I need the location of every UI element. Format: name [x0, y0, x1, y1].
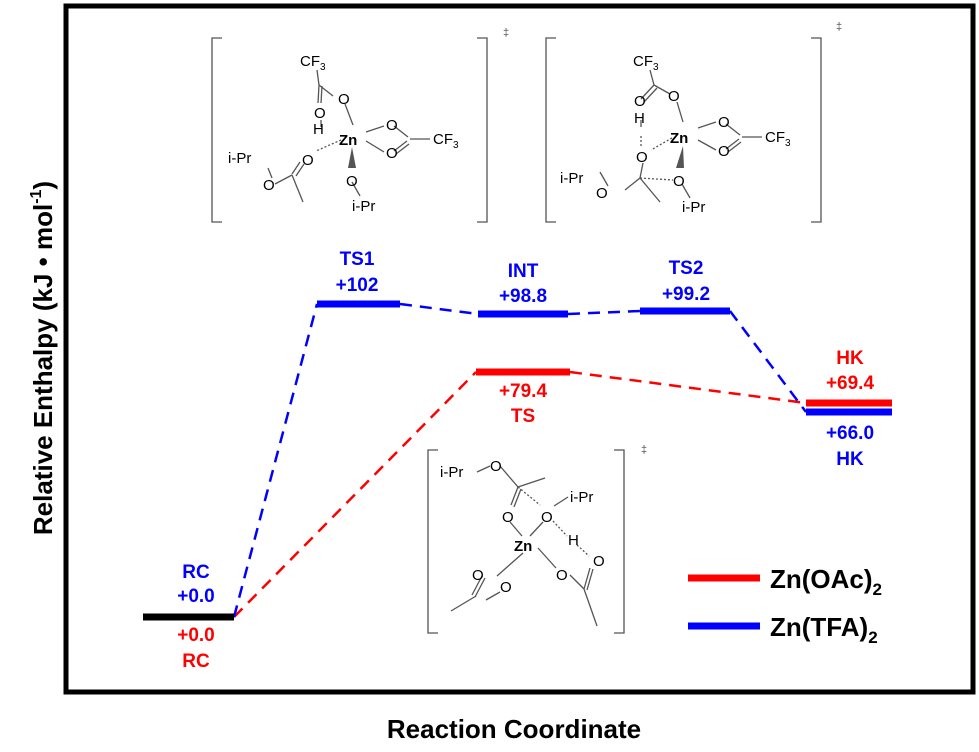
svg-text:O: O: [541, 509, 553, 526]
connector-oac-ts-hk: [569, 370, 807, 405]
dagger-ts1: ‡: [503, 27, 509, 39]
svg-text:CF3: CF3: [633, 53, 659, 73]
plot-frame: [63, 3, 976, 695]
svg-text:O: O: [386, 145, 398, 162]
svg-text:H: H: [568, 532, 579, 549]
bracket-right: [477, 37, 488, 223]
svg-text:O: O: [502, 509, 514, 526]
dagger-ts: ‡: [641, 444, 647, 456]
svg-text:O: O: [302, 152, 314, 169]
svg-text:O: O: [314, 105, 326, 122]
connector-oac-rc-ts: [233, 371, 477, 618]
label-int-value: +98.8: [499, 286, 547, 307]
label-ts-value: +79.4: [499, 381, 548, 402]
label-hk-tfa-name: HK: [836, 449, 864, 470]
label-ts1-value: +102: [336, 275, 379, 296]
structure-ts2: [545, 37, 822, 223]
label-ts1-name: TS1: [340, 249, 375, 270]
svg-text:O: O: [472, 567, 484, 584]
svg-text:O: O: [263, 177, 275, 194]
bracket-right: [811, 37, 822, 223]
x-axis-title: Reaction Coordinate: [387, 714, 641, 744]
svg-text:i-Pr: i-Pr: [570, 489, 593, 506]
structure-ts1-text: ‡ CF3 O O H Zn O O CF3 O i-Pr O O i-Pr: [228, 27, 509, 215]
svg-text:O: O: [718, 114, 730, 131]
y-axis-title: Relative Enthalpy (kJ • mol-1): [28, 181, 58, 535]
label-hk-oac-value: +69.4: [826, 373, 875, 394]
label-ts2-value: +99.2: [662, 284, 710, 305]
svg-text:CF3: CF3: [765, 129, 791, 149]
svg-text:H: H: [313, 121, 324, 138]
svg-text:O: O: [346, 173, 358, 190]
svg-text:i-Pr: i-Pr: [440, 464, 463, 481]
connector-tfa-ts1-int: [399, 302, 479, 316]
svg-text:Zn: Zn: [670, 130, 688, 147]
svg-text:O: O: [386, 117, 398, 134]
svg-text:O: O: [556, 567, 568, 584]
svg-text:O: O: [596, 185, 608, 202]
label-rc-top-value: +0.0: [177, 586, 215, 607]
bracket-left: [427, 449, 438, 634]
structure-ts-text: ‡ i-Pr O i-Pr O O H Zn O O O O: [440, 444, 647, 596]
bracket-left: [545, 37, 556, 223]
svg-text:O: O: [490, 458, 502, 475]
svg-text:O: O: [500, 579, 512, 596]
label-hk-oac-name: HK: [836, 348, 864, 369]
label-hk-tfa-value: +66.0: [826, 423, 874, 444]
svg-text:H: H: [634, 110, 645, 127]
label-ts-name: TS: [511, 406, 535, 427]
energy-profile: [143, 300, 892, 621]
connector-tfa-ts2-hk: [729, 310, 807, 413]
label-rc-bot-value: +0.0: [177, 625, 215, 646]
svg-text:O: O: [673, 173, 685, 190]
bracket-right: [614, 449, 625, 634]
label-rc-top-name: RC: [182, 562, 210, 583]
svg-text:O: O: [636, 149, 648, 166]
structure-ts: [427, 449, 625, 634]
svg-text:O: O: [634, 93, 646, 110]
svg-text:i-Pr: i-Pr: [352, 198, 375, 215]
svg-text:O: O: [593, 553, 605, 570]
structure-ts2-text: ‡ CF3 O O H Zn O O CF3 O i-Pr O O i-Pr: [560, 21, 842, 216]
svg-text:i-Pr: i-Pr: [228, 150, 251, 167]
bracket-left: [211, 37, 222, 223]
svg-text:CF3: CF3: [433, 131, 459, 151]
svg-text:i-Pr: i-Pr: [682, 199, 705, 216]
svg-text:O: O: [668, 88, 680, 105]
connector-tfa-int-ts2: [567, 309, 641, 316]
svg-text:i-Pr: i-Pr: [560, 170, 583, 187]
svg-text:O: O: [718, 143, 730, 160]
svg-text:Zn: Zn: [514, 538, 532, 555]
legend-label-oac: Zn(OAc)2: [770, 564, 882, 599]
legend-label-tfa: Zn(TFA)2: [770, 612, 878, 647]
label-rc-bot-name: RC: [182, 651, 210, 672]
svg-text:CF3: CF3: [300, 53, 326, 73]
connector-tfa-rc-ts1: [232, 303, 319, 618]
dagger-ts2: ‡: [836, 21, 842, 33]
structure-ts1: [211, 37, 488, 223]
svg-text:Zn: Zn: [339, 132, 357, 149]
label-int-name: INT: [508, 261, 539, 282]
legend: Zn(OAc)2 Zn(TFA)2: [688, 564, 882, 647]
label-ts2-name: TS2: [669, 258, 704, 279]
svg-text:O: O: [338, 91, 350, 108]
